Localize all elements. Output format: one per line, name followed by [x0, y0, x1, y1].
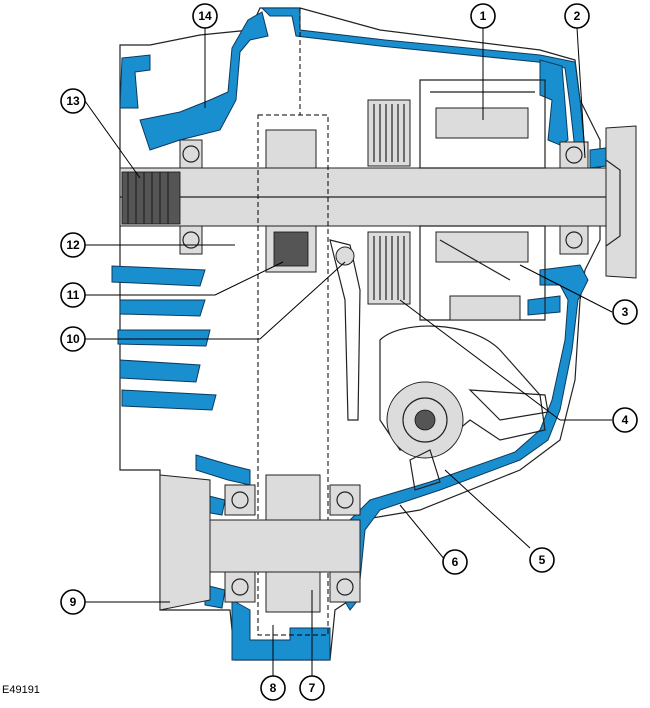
svg-text:3: 3	[622, 305, 629, 319]
callout-8: 8	[260, 675, 286, 701]
callout-2: 2	[564, 3, 590, 29]
callout-10: 10	[60, 326, 86, 352]
callout-12: 12	[60, 232, 86, 258]
svg-text:14: 14	[198, 9, 212, 23]
svg-text:13: 13	[66, 94, 80, 108]
chain-drive-outline	[257, 114, 329, 636]
callout-13: 13	[60, 88, 86, 114]
callout-4: 4	[612, 407, 638, 433]
leader-lines	[84, 27, 613, 676]
callout-7: 7	[299, 675, 325, 701]
casing-sections	[111, 7, 607, 661]
svg-text:11: 11	[67, 288, 80, 302]
output-flange	[605, 125, 637, 279]
svg-text:9: 9	[70, 595, 77, 609]
chain-linkage	[329, 239, 361, 421]
callout-3: 3	[612, 299, 638, 325]
figure-reference-code: E49191	[2, 684, 40, 696]
spline-lines	[127, 172, 169, 224]
multi-plate-clutch	[367, 99, 411, 305]
svg-text:8: 8	[270, 681, 277, 695]
svg-text:1: 1	[480, 9, 487, 23]
shaft-bearings	[179, 139, 589, 255]
svg-text:12: 12	[66, 238, 80, 252]
callout-6: 6	[442, 549, 468, 575]
planetary-differential	[419, 79, 546, 321]
callout-11: 11	[60, 282, 86, 308]
callout-5: 5	[529, 547, 555, 573]
svg-text:2: 2	[574, 9, 581, 23]
drive-sprocket	[265, 129, 317, 273]
callout-14: 14	[192, 3, 218, 29]
svg-text:6: 6	[452, 555, 459, 569]
svg-text:10: 10	[66, 332, 80, 346]
callout-1: 1	[470, 3, 496, 29]
shift-mechanism	[379, 325, 549, 491]
main-output-shaft	[119, 167, 611, 227]
callout-9: 9	[60, 589, 86, 615]
svg-text:7: 7	[309, 681, 316, 695]
front-output-shaft	[159, 474, 361, 613]
svg-text:4: 4	[622, 413, 629, 427]
svg-text:5: 5	[539, 553, 546, 567]
